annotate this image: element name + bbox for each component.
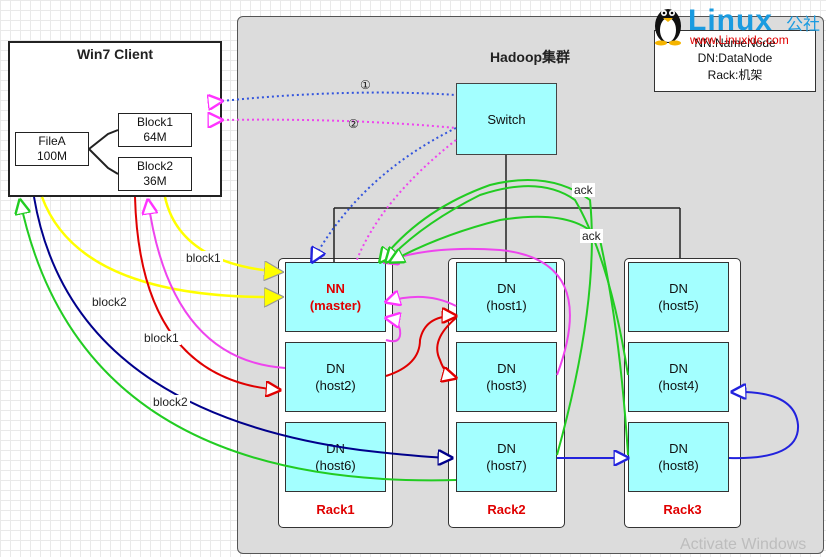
ack-label-2: ack: [580, 229, 603, 243]
node-name: DN: [497, 441, 516, 456]
magenta-host1-to-nn: [386, 297, 457, 306]
block2-size: 36M: [143, 174, 167, 188]
node-dn-host4[interactable]: DN (host4): [628, 342, 729, 412]
node-host: (host8): [658, 458, 699, 473]
node-host: (host4): [658, 378, 699, 393]
node-name: DN: [326, 361, 345, 376]
rack3-label: Rack3: [663, 502, 702, 517]
red-host2-to-host1: [385, 316, 456, 377]
node-name: DN: [669, 441, 688, 456]
node-host: (host7): [486, 458, 527, 473]
block1-name: Block1: [136, 115, 174, 129]
block2-name: Block2: [136, 159, 174, 173]
magenta-host2-to-client: [148, 200, 286, 369]
legend-line-3: Rack:机架: [707, 68, 763, 82]
node-host: (host3): [486, 378, 527, 393]
switch-to-nn-magenta-dotted: [355, 139, 457, 263]
magenta-host3-to-nn: [384, 247, 571, 376]
logo-cn: 公社: [786, 15, 820, 34]
switch-label: Switch: [487, 111, 526, 127]
node-host: (host6): [315, 458, 356, 473]
block2-label-a: block2: [90, 295, 129, 309]
rack2-label: Rack2: [487, 502, 526, 517]
node-host: (master): [309, 298, 362, 313]
legend-box: [654, 30, 816, 92]
file-name: FileA: [38, 134, 66, 148]
block1-label-a: block1: [184, 251, 223, 265]
node-name: NN: [326, 281, 345, 296]
logo-url: www.Linuxidc.com: [690, 33, 789, 47]
navy-client-to-host7: [33, 196, 452, 458]
block2-label-b: block2: [151, 395, 190, 409]
node-dn-host1[interactable]: DN (host1): [456, 262, 557, 332]
rack1-label: Rack1: [316, 502, 355, 517]
magenta-host2-to-nn-loop: [386, 318, 400, 343]
blue-host8-to-host4-loop: [728, 392, 800, 460]
red-host1-to-host3: [436, 317, 456, 378]
legend-line-1: NN:NameNode: [694, 36, 776, 50]
file-to-block1-edge: [88, 129, 119, 150]
client-title: Win7 Client: [76, 46, 154, 62]
step1-marker: ①: [360, 78, 371, 92]
cluster-title: Hadoop集群: [489, 49, 571, 65]
node-nn-master[interactable]: NN (master): [285, 262, 386, 332]
switch-to-nn-blue-dotted: [312, 127, 457, 262]
node-dn-host6[interactable]: DN (host6): [285, 422, 386, 492]
node-name: DN: [669, 361, 688, 376]
node-dn-host5[interactable]: DN (host5): [628, 262, 729, 332]
step1-dotted-edge: [222, 91, 457, 101]
legend-line-2: DN:DataNode: [697, 51, 773, 65]
switch-network-tree: [333, 155, 681, 262]
node-dn-host3[interactable]: DN (host3): [456, 342, 557, 412]
file-to-block2-edge: [88, 148, 119, 175]
step2-dotted-edge: [222, 120, 457, 129]
step2-marker: ②: [348, 117, 359, 131]
penguin-icon: [655, 9, 681, 46]
yellow-block2-edge: [40, 196, 282, 297]
activation-watermark: Activate Windows: [680, 536, 807, 553]
node-host: (host2): [315, 378, 356, 393]
node-dn-host2[interactable]: DN (host2): [285, 342, 386, 412]
node-host: (host1): [486, 298, 527, 313]
node-name: DN: [669, 281, 688, 296]
block1-label-b: block1: [142, 331, 181, 345]
file-size: 100M: [36, 149, 68, 163]
green-host6-to-client: [20, 200, 457, 482]
block1-size: 64M: [143, 130, 167, 144]
node-name: DN: [497, 361, 516, 376]
node-name: DN: [497, 281, 516, 296]
ack-label-1: ack: [572, 183, 595, 197]
green-host8-to-nn: [390, 215, 629, 456]
node-dn-host7[interactable]: DN (host7): [456, 422, 557, 492]
logo-text: Linux: [688, 4, 773, 37]
node-host: (host5): [658, 298, 699, 313]
switch-box[interactable]: Switch: [456, 83, 557, 155]
yellow-block1-edge: [163, 196, 282, 272]
green-host7-to-nn: [380, 179, 593, 456]
